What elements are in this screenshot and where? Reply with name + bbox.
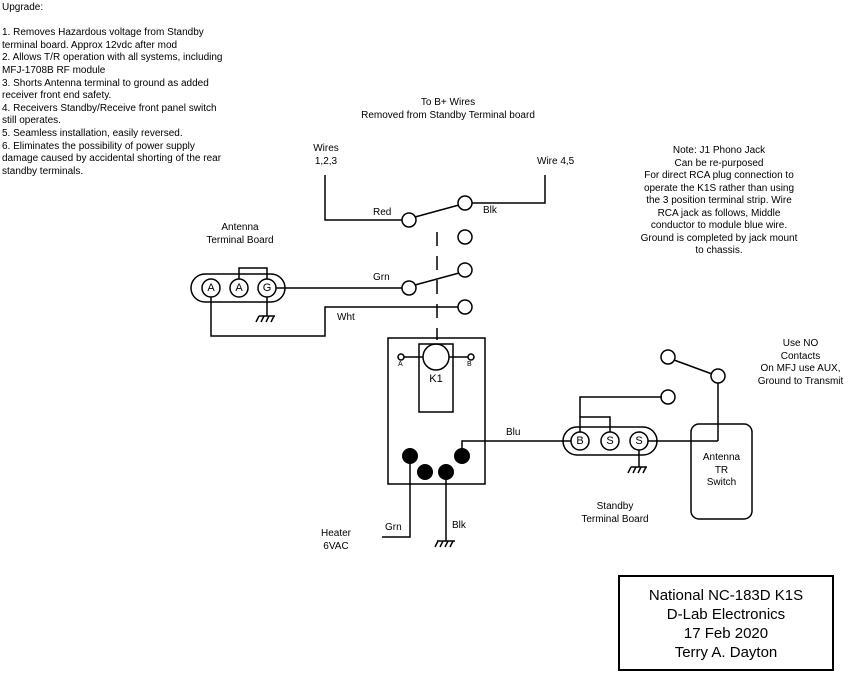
tr-contact-bottom — [660, 389, 676, 405]
note-item: 3. Shorts Antenna terminal to ground as … — [2, 77, 209, 102]
title-line-2: D-Lab Electronics — [666, 606, 786, 623]
switch-contact-upper — [457, 262, 473, 278]
blk-heater-label: Blk — [452, 520, 466, 531]
blu-wire-label: Blu — [506, 427, 521, 438]
standby-board-label: Standby Terminal Board — [581, 501, 649, 525]
relay-a-label: A — [398, 361, 403, 368]
note-item: 6. Eliminates the possibility of power s… — [2, 140, 222, 177]
switch-contact-red — [401, 212, 417, 228]
wht-wire-label: Wht — [337, 312, 355, 323]
antenna-terminal-2: A — [235, 282, 243, 294]
title-line-1: National NC-183D K1S — [648, 587, 804, 604]
wire-blu — [461, 440, 571, 455]
switch-contact-grn — [401, 280, 417, 296]
wire-standby-to-tr — [579, 396, 662, 417]
tr-switch-arm — [673, 359, 713, 375]
note-item: 4. Receivers Standby/Receive front panel… — [2, 102, 217, 127]
switch-contact-spare — [457, 229, 473, 245]
antenna-tr-switch — [690, 423, 753, 520]
b-plus-label: To B+ Wires Removed from Standby Termina… — [361, 97, 535, 121]
title-block: National NC-183D K1S D-Lab Electronics 1… — [618, 575, 834, 671]
tr-switch-label: Antenna TR Switch — [702, 452, 741, 488]
blk-wire-label: Blk — [483, 205, 497, 216]
pin-1 — [402, 448, 418, 464]
title-line-3: 17 Feb 2020 — [683, 625, 769, 642]
switch-arm-top — [414, 204, 460, 218]
upgrade-notes: Upgrade: 1. Removes Hazardous voltage fr… — [2, 2, 222, 178]
wire-45-label: Wire 4,5 — [537, 156, 575, 167]
relay-module — [387, 337, 486, 485]
antenna-terminal-1: A — [207, 282, 215, 294]
relay-label: K1 — [429, 373, 443, 385]
standby-terminal-3: S — [635, 435, 643, 447]
tr-contact-common — [710, 368, 726, 384]
pin-2 — [417, 464, 433, 480]
note-item: 1. Removes Hazardous voltage from Standb… — [2, 27, 204, 51]
wire-wht — [210, 297, 458, 337]
wires-123-label: Wires 1,2,3 — [313, 143, 339, 167]
pin-4 — [454, 448, 470, 464]
standby-terminal-1: B — [576, 435, 584, 447]
switch-contact-blk — [457, 195, 473, 211]
red-wire-label: Red — [373, 207, 392, 218]
standby-terminal-2: S — [606, 435, 614, 447]
pin-3 — [438, 464, 454, 480]
grn-heater-label: Grn — [385, 522, 402, 533]
use-no-note: Use NO Contacts On MFJ use AUX, Ground t… — [757, 338, 844, 387]
antenna-board-label: Antenna Terminal Board — [206, 222, 274, 246]
title-line-4: Terry A. Dayton — [674, 644, 778, 661]
grn-wire-label: Grn — [373, 272, 390, 283]
note-item: 2. Allows T/R operation with all systems… — [2, 52, 223, 76]
wire-red — [324, 175, 402, 221]
wire-grn-heater — [382, 456, 411, 538]
switch-arm-bottom — [414, 272, 460, 286]
wire-blk-top — [472, 175, 546, 204]
note-item: 5. Seamless installation, easily reverse… — [2, 127, 183, 139]
tr-contact-top — [660, 349, 676, 365]
relay-b-label: B — [467, 361, 472, 368]
j1-note: Note: J1 Phono Jack Can be re-purposed F… — [640, 145, 798, 256]
antenna-terminal-3: G — [262, 282, 272, 294]
heater-label: Heater 6VAC — [320, 528, 351, 552]
switch-contact-wht — [457, 299, 473, 315]
relay-coil — [422, 343, 450, 371]
notes-heading: Upgrade: — [2, 2, 44, 13]
